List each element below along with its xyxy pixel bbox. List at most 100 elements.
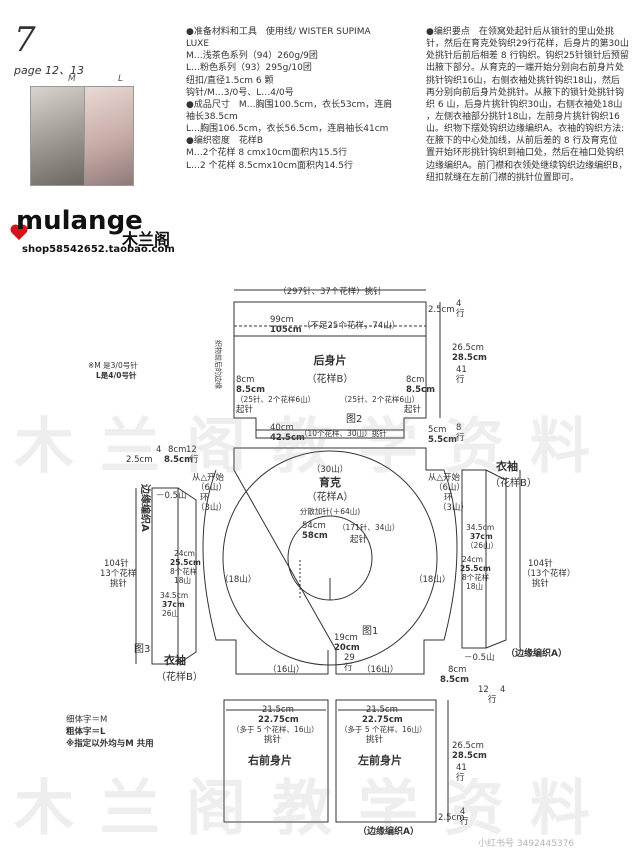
front-l-title: 左前身片 [357, 753, 402, 767]
sleeve-r-18: 18山 [466, 581, 483, 591]
bottom-r-m: 5cm [428, 425, 446, 435]
sleeve-r-345: 34.5cm [466, 523, 494, 532]
brand-name: mulange [16, 206, 143, 236]
sleeve-l-pick: 挑针 [110, 578, 128, 589]
points-line: 针，然后在育克处钩织29行花样，后身片的第30山 [426, 39, 629, 50]
yoke-pattern: （花样A） [307, 490, 354, 503]
sleeve-l-104: 104针 [104, 558, 129, 569]
front-r-sts: （多于 5 个花样、16山） [232, 724, 319, 734]
back-title: 后身片 [314, 353, 347, 367]
materials-line: ●成品尺寸 M…胸围100.5cm，衣长53cm，连肩 [186, 99, 393, 110]
points-line: ●编织要点 在领窝处起针后从锁针的里山处挑 [426, 27, 614, 37]
points-line: 在腋下的中心处加线，从前后差的 8 行及育克位 [426, 136, 618, 147]
back-h1-m: 26.5cm [452, 343, 484, 353]
points-line: 山。织物下摆处钩织边缘编织A。衣袖的钩织方法: [426, 124, 625, 135]
front-r-l: 22.75cm [258, 715, 299, 725]
ring-18b: （18山） [414, 574, 450, 585]
yoke-54: 54cm [302, 521, 326, 531]
sleeve-l-8: 8cm [168, 445, 186, 455]
figure-3-label: 图3 [134, 643, 150, 655]
yoke-outer-circle [222, 450, 438, 666]
right-sts: （25针、2个花样6山） [340, 394, 419, 404]
materials-block: ●准备材料和工具 使用线/ WISTER SUPIMA LUXE M…浅茶色系列… [186, 26, 418, 172]
materials-line: LUXE [186, 39, 210, 50]
front-l-m: 21.5cm [366, 705, 398, 715]
figure-2-label: 图2 [346, 413, 362, 425]
sleeve-r-6: （6山） [434, 482, 465, 493]
front-25: 2.5cm [438, 813, 464, 823]
sleeve-l-start: 从△开始 [192, 472, 225, 483]
left-8-m: 8cm [236, 375, 254, 385]
sleeve-r-hang: 行 [488, 694, 497, 705]
yoke-qz: 起针 [350, 534, 368, 545]
front-41u: 行 [456, 772, 465, 783]
bottom-m: 40cm [270, 423, 294, 433]
back-rows-unit: 行 [456, 374, 465, 385]
model-photo-m [30, 86, 86, 186]
sleeve-l-3: （3山） [196, 502, 227, 513]
bottom-r-l: 5.5cm [428, 435, 457, 445]
left-front-outline [335, 699, 437, 823]
points-line: 出腋下部分。从育克的一端开始分别向右前身片处 [426, 63, 625, 74]
ring-16b: （16山） [362, 664, 398, 675]
page-number: 7 [14, 20, 36, 60]
materials-line: ●编织密度 花样B [186, 136, 264, 147]
front-r-pick: 挑针 [264, 734, 282, 745]
sleeve-r-start: 从△开始 [428, 472, 461, 483]
legend-line-1: 细体字＝M [66, 714, 107, 725]
back-side-edge: 织物前后的边缘 [214, 340, 223, 389]
yoke-29: 29 [344, 653, 355, 663]
sleeve-l-12: 12 [186, 445, 197, 455]
back-top-r: 4 [456, 299, 461, 309]
points-line: 再分别向前后身片处挑针。从腋下的锁针处挑针钩 [426, 87, 625, 98]
bottom-sts: （10个花样、30山）挑针 [300, 428, 387, 438]
sleeve-l-345: 34.5cm [160, 591, 188, 600]
right-8-m: 8cm [406, 375, 424, 385]
back-rows: 41 [456, 365, 467, 375]
sleeve-l-24: 24cm [174, 549, 195, 558]
sleeve-r-13: （13个花样） [522, 568, 575, 579]
front-41: 41 [456, 763, 467, 773]
sleeve-l-title: 衣袖 [164, 653, 186, 667]
points-line: ，左侧衣袖部分挑针18山，左前身片挑针钩织16 [426, 111, 620, 122]
front-h1-m: 26.5cm [452, 741, 484, 751]
sleeve-r-37: 37cm [470, 532, 493, 541]
materials-line: M…浅茶色系列（94）260g/9团 [186, 51, 318, 62]
back-width-m: 99cm [270, 315, 294, 325]
shop-url: shop58542652.taobao.com [22, 244, 175, 255]
size-label-l: L [118, 74, 124, 84]
left-8-l: 8.5cm [236, 385, 265, 395]
yoke-title: 育克 [319, 475, 341, 489]
materials-line: 袖长38.5cm [186, 111, 238, 122]
watermark-text: 木兰阁教学资料 [14, 412, 616, 482]
model-photo-l [84, 86, 134, 186]
yoke-30: （30山） [312, 464, 348, 475]
sleeve-l-4: 4 [156, 445, 161, 455]
bottom-r-8u: 行 [456, 432, 465, 443]
materials-line: 纽扣/直径1.5cm 6 颗 [186, 75, 274, 86]
yoke-171: （171针、34山） [338, 522, 399, 532]
front-l-sts: （多于 5 个花样、16山） [340, 724, 427, 734]
back-panel-outline [233, 301, 427, 439]
sleeve-l-26: 26山 [162, 608, 179, 618]
front-4u: 行 [460, 816, 469, 827]
figure-1-label: 图1 [362, 625, 378, 637]
sleeve-l-25: 2.5cm [126, 455, 152, 465]
ring-18a: （18山） [220, 574, 256, 585]
sleeve-l-6: （6山） [196, 482, 227, 493]
yoke-19: 19cm [334, 633, 358, 643]
points-line: 织 6 山，后身片挑针钩织30山，右侧衣袖处18山 [426, 99, 623, 110]
back-top-ru: 行 [456, 308, 465, 319]
back-width-l: 105cm [270, 325, 302, 335]
materials-line: ●准备材料和工具 使用线/ WISTER SUPIMA [186, 27, 371, 37]
back-top-m: 2.5cm [428, 305, 454, 315]
sleeve-r-title: 衣袖 [496, 459, 518, 473]
sleeve-l-pattern: （花样B） [156, 670, 203, 683]
knitting-points-block: ●编织要点 在领窝处起针后从锁针的里山处挑 针，然后在育克处钩织29行花样，后身… [426, 26, 638, 184]
sleeve-r-edge: （边缘编织A） [506, 647, 567, 659]
back-h1-l: 28.5cm [452, 353, 487, 363]
note-m: ※M 是3/0号针 [88, 360, 138, 370]
materials-line: L…粉色系列（93）295g/10团 [186, 63, 312, 74]
sleeve-l-13: 13个花样 [100, 568, 137, 579]
